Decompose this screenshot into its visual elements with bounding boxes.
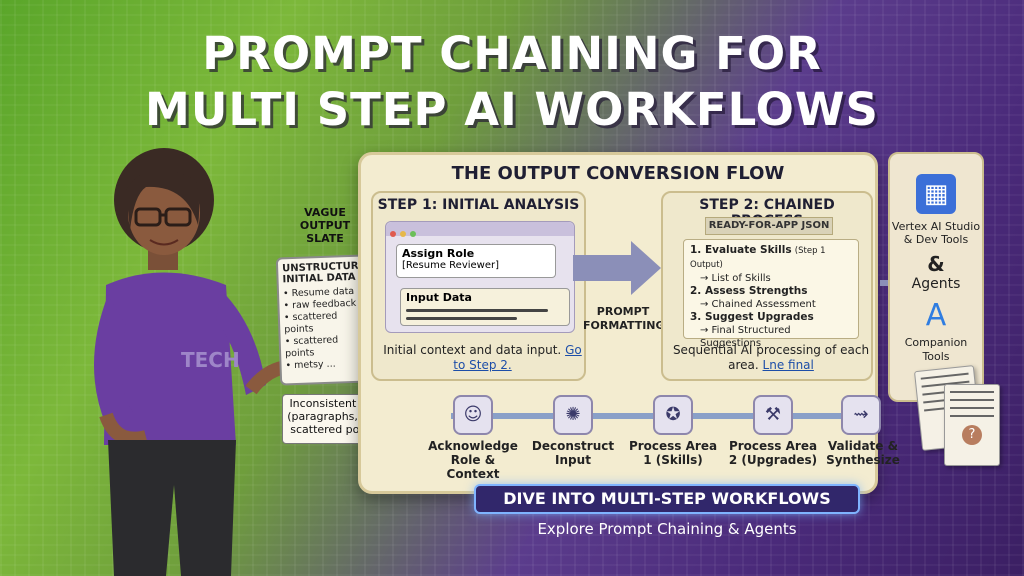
flow-label-2: Deconstruct Input [531, 439, 615, 467]
title-line-1: PROMPT CHAINING FOR [202, 27, 822, 80]
wrench-icon: ⚒ [753, 395, 793, 435]
question-icon: ? [962, 425, 982, 445]
close-dot-icon [390, 231, 396, 237]
connector-arrow [880, 280, 890, 286]
panel-title: THE OUTPUT CONVERSION FLOW [451, 163, 785, 184]
dive-banner[interactable]: DIVE INTO MULTI-STEP WORKFLOWS [474, 484, 860, 514]
explore-subtitle: Explore Prompt Chaining & Agents [537, 520, 797, 538]
step1-caption-text: Initial context and data input. [383, 343, 562, 357]
unstructured-data-slate: UNSTRUCTURED INITIAL DATA • Resume data … [275, 254, 374, 386]
flow-label-1: Acknowledge Role & Context [428, 439, 518, 481]
step1-title: STEP 1: INITIAL ANALYSIS [377, 197, 580, 213]
assign-role-box: Assign Role [Resume Reviewer] [396, 244, 556, 278]
slate-title: UNSTRUCTURED INITIAL DATA [281, 260, 374, 286]
item-head: 2. Assess Strengths [690, 285, 808, 297]
step1-caption: Initial context and data input. Go to St… [377, 343, 588, 373]
list-item: 3. Suggest Upgrades [690, 311, 852, 324]
step1-box: STEP 1: INITIAL ANALYSIS Assign Role [Re… [371, 191, 586, 381]
tools-label: Tools [922, 350, 950, 363]
badge-icon: ✪ [653, 395, 693, 435]
step2-list: 1. Evaluate Skills (Step 1 Output) → Lis… [683, 239, 859, 349]
list-item-sub: → List of Skills [700, 273, 771, 284]
slate-item: • scattered points [283, 310, 338, 336]
user-icon: ☺ [453, 395, 493, 435]
page-title: PROMPT CHAINING FOR MULTI STEP AI WORKFL… [0, 26, 1024, 138]
scribble-line [406, 317, 517, 320]
output-document: ? [944, 384, 1000, 466]
json-tag: READY-FOR-APP JSON [705, 217, 833, 235]
dev-tools-label: & Dev Tools [903, 233, 969, 246]
slate-item: • metsy ... [285, 358, 336, 372]
presenter-illustration: TECH [93, 148, 288, 576]
merge-icon: ⇝ [841, 395, 881, 435]
ampersand: & [927, 252, 945, 276]
azure-icon: A [925, 298, 947, 333]
tools-panel: ▦ Vertex AI Studio & Dev Tools & Agents … [888, 152, 984, 402]
agents-label: Agents [911, 276, 961, 292]
shirt-text: TECH [181, 348, 240, 372]
list-item: 1. Evaluate Skills (Step 1 Output) [690, 244, 852, 272]
network-icon: ✺ [553, 395, 593, 435]
flow-label-3: Process Area 1 (Skills) [628, 439, 718, 467]
input-label: Input Data [406, 291, 472, 304]
input-data-box: Input Data [400, 288, 570, 326]
list-item-sub: → Chained Assessment [700, 299, 816, 310]
flow-label-5: Validate & Synthesize [826, 439, 900, 467]
step2-box: STEP 2: CHAINED PROCESS READY-FOR-APP JS… [661, 191, 873, 381]
go-to-step2-link[interactable]: Go to Step 2. [453, 343, 582, 372]
slate-item: • scattered points [284, 334, 339, 360]
minimize-dot-icon [400, 231, 406, 237]
list-item: 2. Assess Strengths [690, 285, 852, 298]
role-value: [Resume Reviewer] [402, 260, 500, 271]
list-item-sub: → Final Structured Suggestions [700, 325, 791, 349]
maximize-dot-icon [410, 231, 416, 237]
window-titlebar [386, 222, 574, 237]
chain-arrow-icon [631, 241, 661, 295]
step2-caption: Sequential AI processing of each area. L… [667, 343, 875, 373]
title-line-2: MULTI STEP AI WORKFLOWS [145, 83, 879, 136]
vertex-ai-icon: ▦ [916, 174, 956, 214]
prompt-window: Assign Role [Resume Reviewer] Input Data [385, 221, 575, 333]
item-note: (Step 1 Output) [690, 246, 826, 270]
final-link[interactable]: Lne final [762, 358, 814, 372]
output-conversion-panel: THE OUTPUT CONVERSION FLOW STEP 1: INITI… [358, 152, 900, 494]
vague-output-label: VAGUE OUTPUT SLATE [299, 206, 351, 245]
prompt-formatting-label: PROMPT FORMATTING [583, 305, 665, 332]
role-label: Assign Role [402, 247, 475, 260]
item-head: 1. Evaluate Skills [690, 244, 792, 256]
step2-caption-text: Sequential AI processing of each area. [672, 343, 870, 372]
item-head: 3. Suggest Upgrades [690, 311, 814, 323]
scribble-line [406, 309, 549, 312]
companion-label: Companion [904, 336, 968, 349]
chain-arrow-body [573, 255, 633, 281]
flow-label-4: Process Area 2 (Upgrades) [728, 439, 818, 467]
vertex-label: Vertex AI Studio [891, 220, 981, 233]
